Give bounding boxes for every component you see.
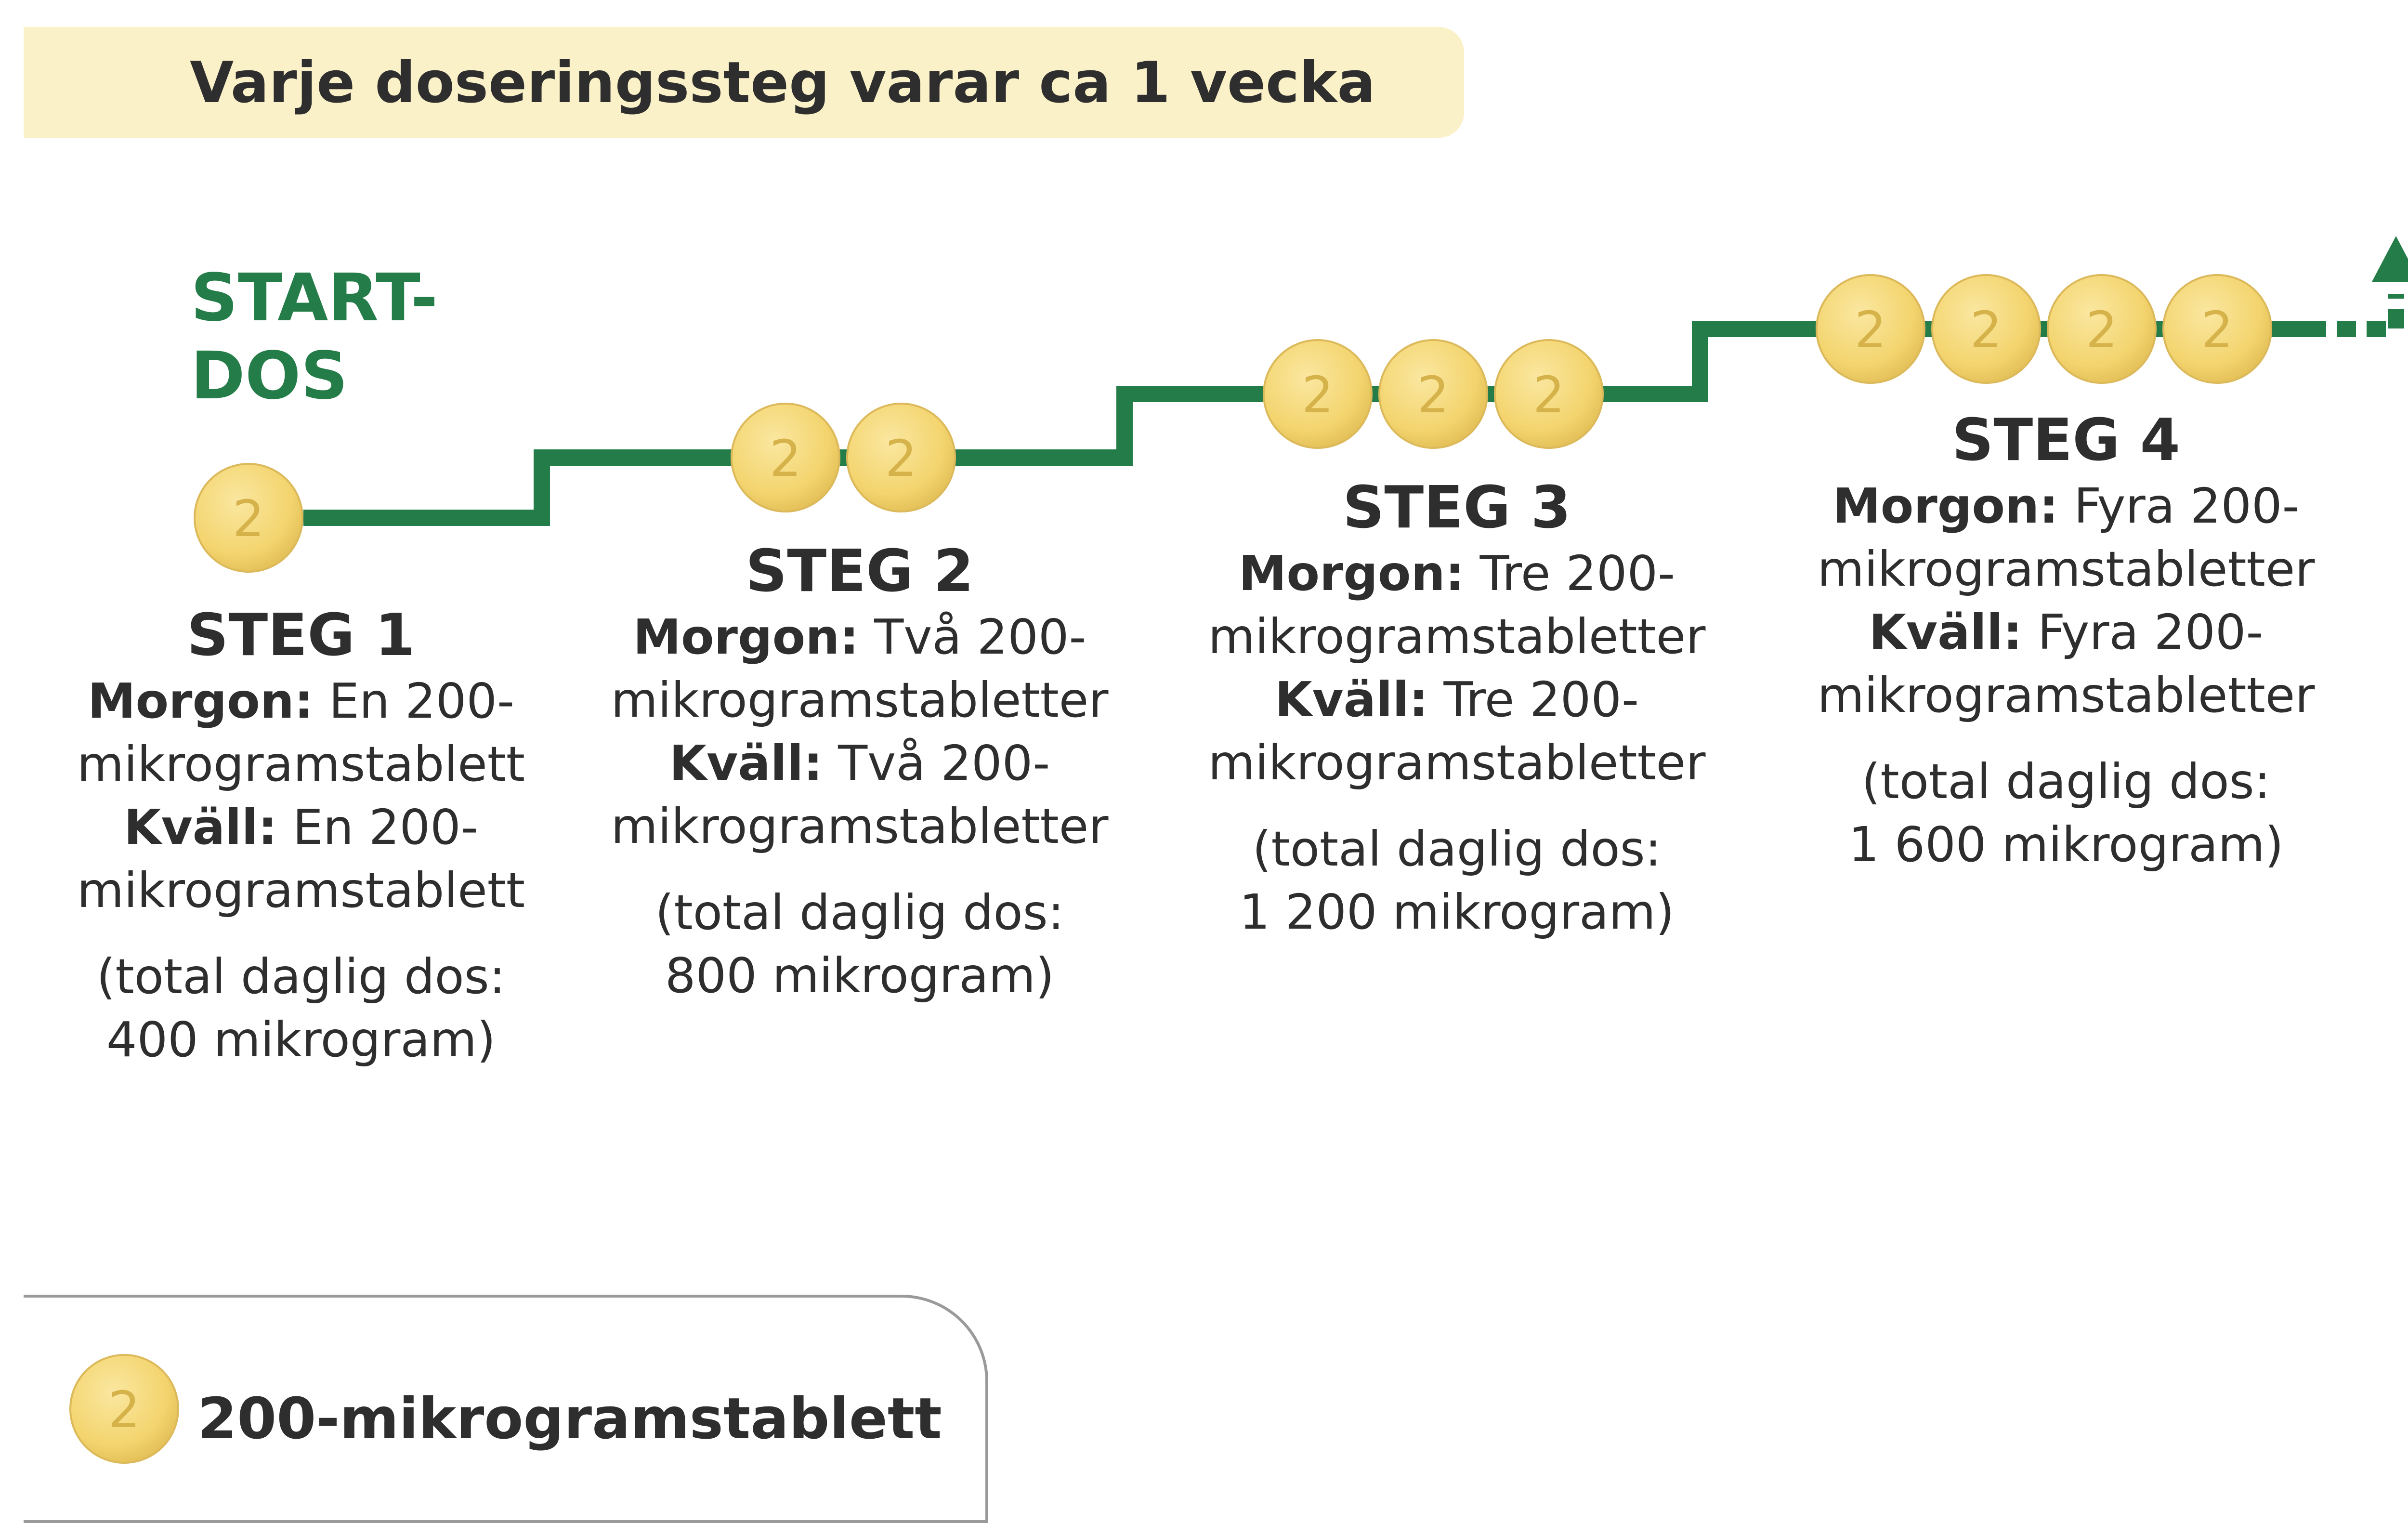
step-1-morning-label: Morgon: [87, 673, 314, 729]
tablet-step-3-2: 2 [1378, 339, 1488, 449]
step-2-evening-cont: mikrogramstabletter [611, 798, 1109, 854]
step-4-title: STEG 4 [1951, 407, 2181, 474]
step-3-morning-label: Morgon: [1238, 545, 1465, 602]
step-2-evening-label: Kväll: [669, 735, 823, 791]
step-4-evening: Kväll: Fyra 200- [1777, 601, 2355, 664]
tablet-label: 2 [770, 429, 801, 488]
step-1-total-2: 400 mikrogram) [106, 1011, 496, 1068]
step-2: STEG 2 Morgon: Två 200- mikrogramstablet… [571, 538, 1149, 1007]
step-3-evening: Kväll: Tre 200- [1168, 668, 1746, 731]
tablet-label: 2 [1417, 366, 1449, 424]
step-3-total-2: 1 200 mikrogram) [1239, 884, 1675, 940]
tablet-label: 2 [1855, 301, 1886, 359]
step-4-total-1: (total daglig dos: [1861, 753, 2271, 810]
header-text: Varje doseringssteg varar ca 1 vecka [190, 49, 1376, 116]
step-4-morning-label: Morgon: [1832, 478, 2059, 534]
step-4-evening-text: Fyra 200- [2022, 604, 2264, 660]
step-4-evening-cont: mikrogramstabletter [1817, 667, 2315, 723]
legend-tablet: 2 [69, 1354, 179, 1464]
tablet-label: 2 [1970, 301, 2002, 359]
staircase-dotted-extension [2307, 294, 2404, 337]
tablet-step-4-3: 2 [2047, 274, 2157, 384]
legend-box [24, 1295, 988, 1523]
tablet-label: 2 [108, 1380, 140, 1439]
step-1-title: STEG 1 [186, 602, 416, 669]
step-3-title: STEG 3 [1342, 474, 1571, 541]
step-3: STEG 3 Morgon: Tre 200- mikrogramstablet… [1168, 474, 1746, 944]
step-1: STEG 1 Morgon: En 200- mikrogramstablett… [12, 602, 590, 1071]
step-2-morning-cont: mikrogramstabletter [611, 672, 1109, 728]
staircase-line [303, 236, 2408, 526]
up-arrow-icon [2372, 236, 2408, 282]
step-3-morning: Morgon: Tre 200- [1168, 542, 1746, 605]
step-2-morning: Morgon: Två 200- [571, 605, 1149, 669]
step-1-evening-cont: mikrogramstablett [77, 862, 525, 919]
staircase-path [303, 321, 2307, 526]
step-2-morning-label: Morgon: [633, 609, 859, 665]
step-3-evening-text: Tre 200- [1428, 671, 1639, 728]
tablet-label: 2 [1302, 366, 1334, 424]
step-1-evening: Kväll: En 200- [12, 796, 590, 859]
step-3-total-1: (total daglig dos: [1252, 821, 1662, 877]
step-4-total-2: 1 600 mikrogram) [1848, 816, 2284, 873]
tablet-label: 2 [2201, 301, 2233, 359]
tablet-label: 2 [885, 429, 917, 488]
step-4-evening-label: Kväll: [1869, 604, 2023, 660]
tablet-step-1-1: 2 [194, 463, 303, 573]
step-4-morning-text: Fyra 200- [2058, 478, 2300, 534]
tablet-step-4-1: 2 [1816, 274, 1925, 384]
step-1-morning: Morgon: En 200- [12, 670, 590, 733]
tablets: 2 2 2 2 2 2 2 2 2 2 [194, 274, 2272, 573]
step-2-total-1: (total daglig dos: [655, 884, 1064, 941]
step-4: STEG 4 Morgon: Fyra 200- mikrogramstable… [1777, 407, 2355, 876]
step-2-evening-text: Två 200- [823, 735, 1050, 791]
step-1-total-1: (total daglig dos: [96, 948, 506, 1005]
header-banner: Varje doseringssteg varar ca 1 vecka [24, 27, 1464, 138]
tablet-label: 2 [233, 489, 264, 548]
tablet-label: 2 [1533, 366, 1565, 424]
tablet-step-4-4: 2 [2162, 274, 2272, 384]
step-1-morning-text: En 200- [313, 673, 515, 729]
step-3-evening-cont: mikrogramstabletter [1208, 735, 1706, 791]
tablet-step-3-3: 2 [1494, 339, 1604, 449]
step-2-total-2: 800 mikrogram) [665, 947, 1055, 1004]
start-dose-line1: START- [191, 260, 438, 336]
step-3-evening-label: Kväll: [1274, 671, 1428, 728]
legend-text: 200-mikrogramstablett [197, 1385, 942, 1452]
legend-tablet-icon: 2 [69, 1354, 179, 1464]
tablet-step-3-1: 2 [1263, 339, 1373, 449]
step-1-evening-label: Kväll: [124, 799, 277, 855]
step-2-morning-text: Två 200- [859, 609, 1086, 665]
step-1-morning-cont: mikrogramstablett [77, 736, 525, 792]
step-4-morning-cont: mikrogramstabletter [1817, 541, 2315, 597]
start-dose-line2: DOS [191, 338, 348, 414]
tablet-step-2-2: 2 [846, 403, 956, 512]
step-4-morning: Morgon: Fyra 200- [1777, 474, 2355, 538]
tablet-step-2-1: 2 [731, 403, 840, 512]
step-2-evening: Kväll: Två 200- [571, 732, 1149, 795]
step-2-title: STEG 2 [745, 538, 974, 605]
tablet-label: 2 [2086, 301, 2118, 359]
tablet-step-4-2: 2 [1931, 274, 2041, 384]
start-dose-label: START- DOS [191, 259, 438, 415]
step-1-evening-text: En 200- [277, 799, 478, 855]
step-3-morning-text: Tre 200- [1464, 545, 1675, 602]
step-3-morning-cont: mikrogramstabletter [1208, 608, 1706, 665]
